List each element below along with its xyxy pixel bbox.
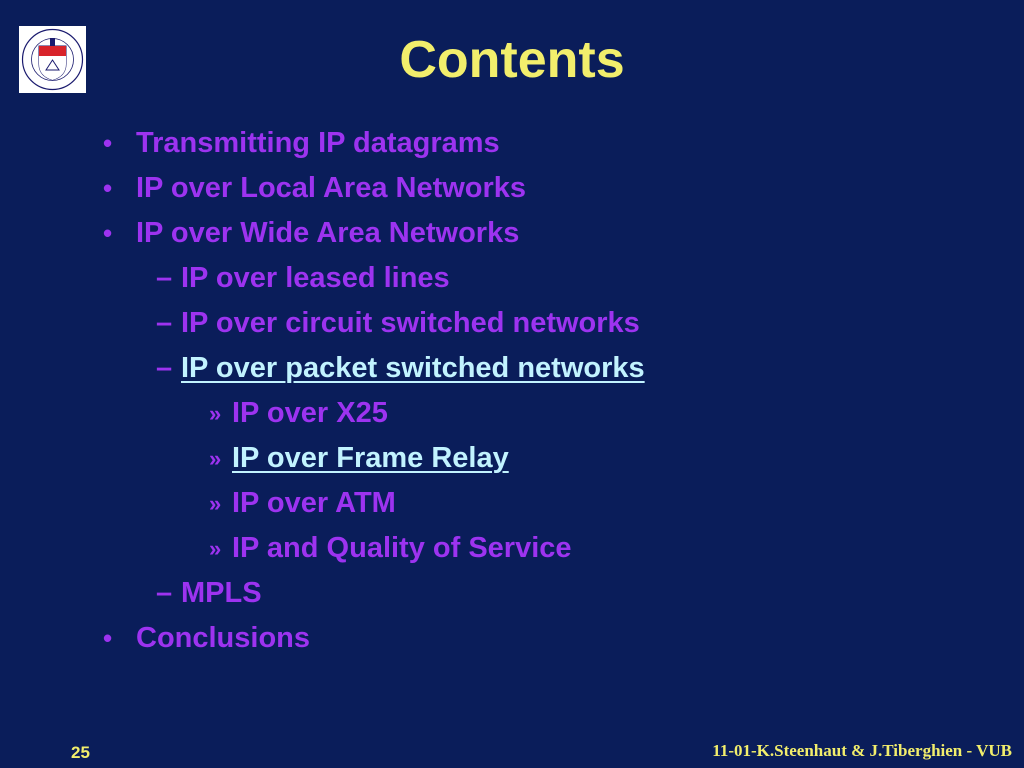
- contents-item: » IP over ATM: [0, 481, 1024, 526]
- bullet-marker: –: [156, 352, 173, 384]
- bullet-marker: •: [103, 218, 113, 248]
- bullet-marker: »: [209, 491, 222, 516]
- bullet-marker: –: [156, 577, 173, 609]
- bullet-marker: »: [209, 401, 222, 426]
- contents-item: » IP and Quality of Service: [0, 526, 1024, 571]
- contents-item: • Transmitting IP datagrams: [0, 121, 1024, 166]
- contents-item-label: IP over circuit switched networks: [181, 307, 640, 339]
- contents-item[interactable]: –IP over packet switched networks: [0, 346, 1024, 391]
- contents-link[interactable]: IP over packet switched networks: [181, 352, 645, 384]
- contents-item-label: IP over leased lines: [181, 262, 450, 294]
- contents-item-label: IP over Local Area Networks: [136, 172, 527, 204]
- slide-title: Contents: [399, 31, 625, 89]
- contents-item: • Conclusions: [0, 616, 1024, 661]
- page-number: 25: [71, 743, 90, 762]
- contents-item-label: Transmitting IP datagrams: [136, 127, 500, 159]
- bullet-marker: –: [156, 307, 173, 339]
- contents-link[interactable]: IP over Frame Relay: [232, 442, 509, 474]
- university-logo: [19, 26, 86, 93]
- bullet-marker: •: [103, 173, 113, 203]
- contents-item: • IP over Local Area Networks: [0, 166, 1024, 211]
- bullet-marker: •: [103, 623, 113, 653]
- contents-item-label: Conclusions: [136, 622, 311, 654]
- contents-item-label: MPLS: [181, 577, 262, 609]
- footer-credit: 11-01-K.Steenhaut & J.Tiberghien - VUB: [712, 741, 1012, 760]
- bullet-marker: •: [103, 128, 113, 158]
- contents-item-label: IP over ATM: [232, 487, 396, 519]
- contents-item-label: IP and Quality of Service: [232, 532, 572, 564]
- contents-item: » IP over X25: [0, 391, 1024, 436]
- contents-item[interactable]: » IP over Frame Relay: [0, 436, 1024, 481]
- contents-item-label: IP over Wide Area Networks: [136, 217, 520, 249]
- contents-item: –MPLS: [0, 571, 1024, 616]
- contents-list: • Transmitting IP datagrams • IP over Local…: [0, 121, 1024, 661]
- contents-item-label: IP over X25: [232, 397, 388, 429]
- contents-item: –IP over leased lines: [0, 256, 1024, 301]
- contents-item: –IP over circuit switched networks: [0, 301, 1024, 346]
- contents-item: • IP over Wide Area Networks: [0, 211, 1024, 256]
- bullet-marker: »: [209, 536, 222, 561]
- bullet-marker: »: [209, 446, 222, 471]
- bullet-marker: –: [156, 262, 173, 294]
- university-seal-icon: [21, 28, 84, 91]
